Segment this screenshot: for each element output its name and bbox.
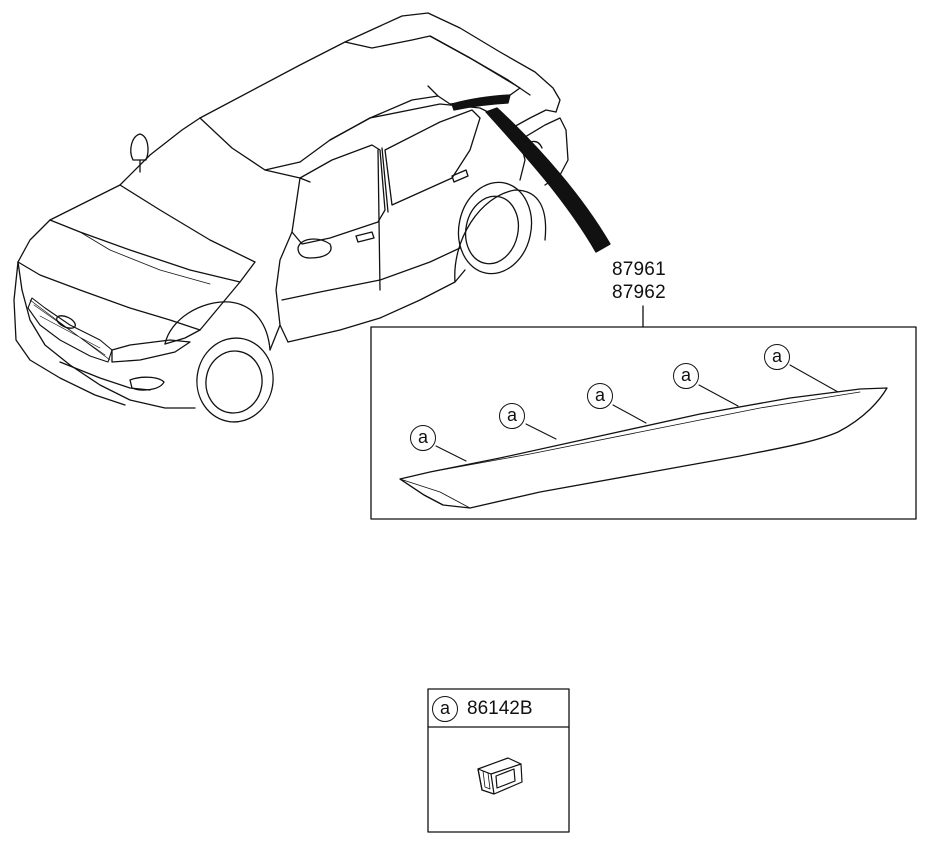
molding-callout-3: a	[587, 383, 613, 409]
callout-leaders	[435, 364, 839, 462]
molding-detail-frame	[370, 326, 917, 520]
legend-part-number: 86142B	[467, 698, 533, 719]
molding-callout-1: a	[410, 425, 436, 451]
part-location-pointer-icon	[485, 107, 611, 253]
part-number-lh: 87961	[612, 259, 666, 280]
molding-clip-icon	[477, 757, 523, 795]
molding-callout-5: a	[764, 344, 790, 370]
legend-box	[427, 688, 570, 833]
legend-symbol: a	[432, 696, 458, 722]
molding-callout-2: a	[499, 403, 525, 429]
sedan-vehicle-illustration	[13, 12, 569, 423]
part-number-rh: 87962	[612, 282, 666, 303]
roof-drip-molding-icon	[451, 94, 511, 111]
molding-callout-4: a	[673, 363, 699, 389]
molding-strip-icon	[399, 387, 888, 509]
